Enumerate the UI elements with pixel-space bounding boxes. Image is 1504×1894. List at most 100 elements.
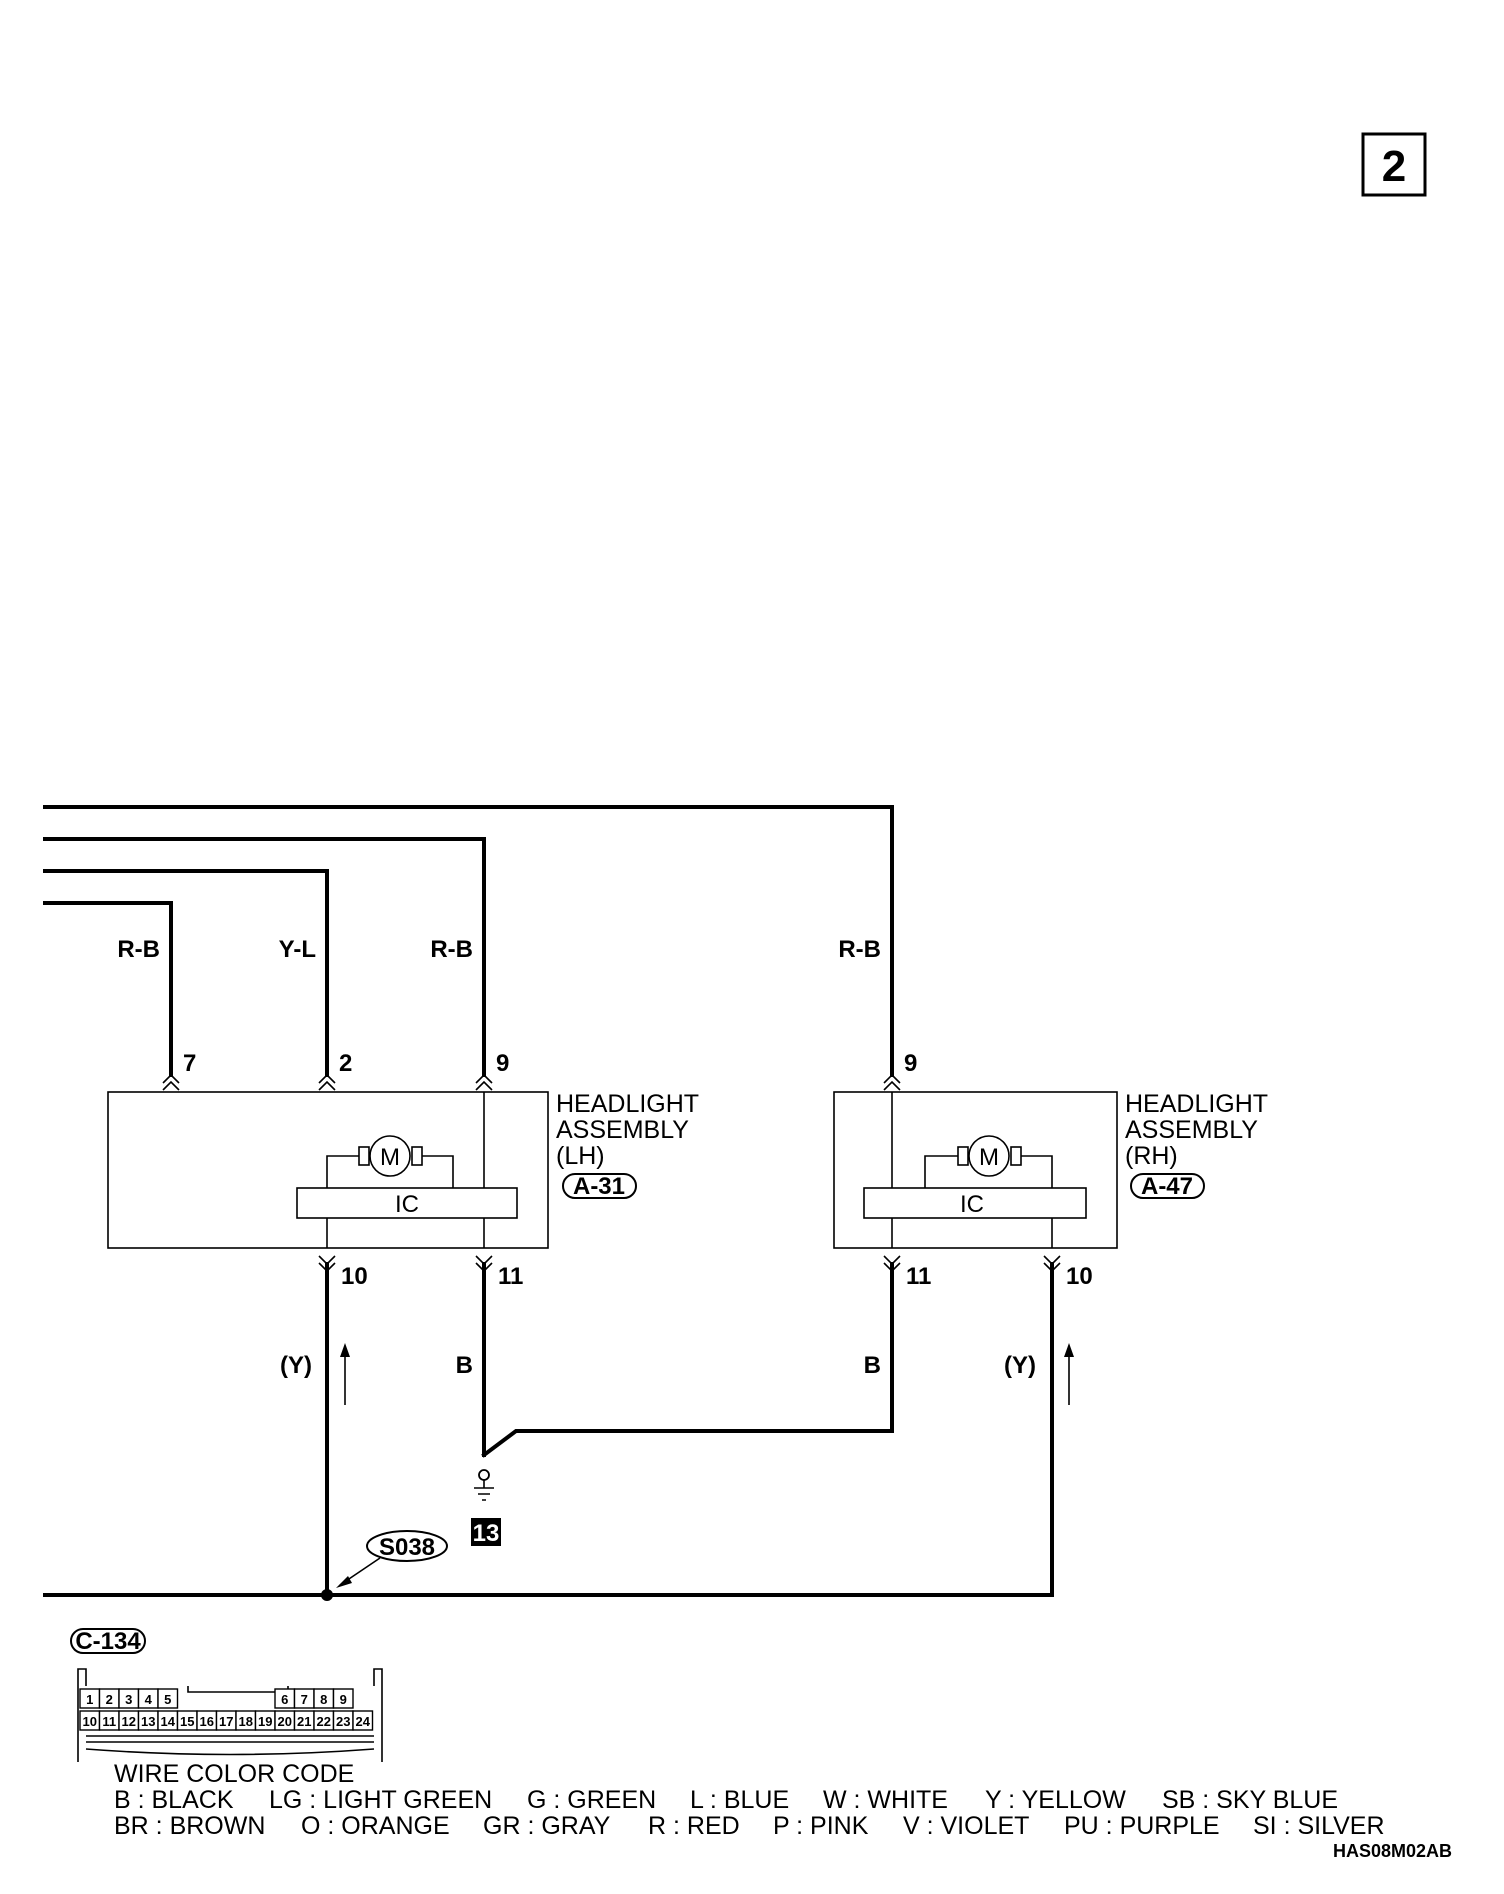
- color-code-entry: P : PINK: [773, 1812, 869, 1840]
- connector-pin-number: 17: [219, 1714, 233, 1729]
- motor-label-lh: M: [380, 1144, 400, 1171]
- connector-pin-number: 12: [122, 1714, 136, 1729]
- connector-pin-number: 22: [317, 1714, 331, 1729]
- figure-code: HAS08M02AB: [1333, 1841, 1452, 1861]
- color-code-entry: BR : BROWN: [114, 1812, 265, 1840]
- assembly-name-rh-line1: HEADLIGHT: [1125, 1090, 1268, 1118]
- wire-lh-pin7: [43, 901, 173, 1077]
- wire-color-label-lh-pin10: (Y): [280, 1352, 312, 1379]
- connector-pin-number: 3: [125, 1692, 132, 1707]
- wire-color-code-row1: B : BLACK LG : LIGHT GREEN G : GREEN L :…: [114, 1786, 1338, 1814]
- wire-color-label-rh-pin9: R-B: [838, 936, 881, 963]
- page-number: 2: [1382, 142, 1406, 191]
- pin-number-rh-10: 10: [1066, 1263, 1093, 1290]
- connector-pin-number: 19: [258, 1714, 272, 1729]
- connector-pin-number: 14: [161, 1714, 176, 1729]
- connector-pin-number: 6: [281, 1692, 288, 1707]
- splice-label-badge: S038: [336, 1530, 448, 1588]
- connector-mark-rh-pin9: [883, 1073, 901, 1091]
- motor-symbol-rh: [968, 1135, 1010, 1177]
- color-code-entry: GR : GRAY: [483, 1812, 611, 1840]
- page-number-box: 2: [1361, 132, 1427, 197]
- connector-pin-number: 5: [164, 1692, 171, 1707]
- assembly-name-lh-line2: ASSEMBLY: [556, 1116, 689, 1144]
- connector-pin-number: 7: [301, 1692, 308, 1707]
- wire-rh-pin9: [43, 805, 894, 1077]
- assembly-name-lh-line3: (LH): [556, 1142, 605, 1170]
- pin-number-lh-11: 11: [498, 1263, 523, 1290]
- splice-label: S038: [379, 1534, 435, 1561]
- motor-label-rh: M: [979, 1144, 999, 1171]
- connector-mark-lh-pin2: [318, 1073, 336, 1091]
- connector-pin-number: 10: [83, 1714, 97, 1729]
- pin-number-lh-7: 7: [183, 1050, 196, 1077]
- connector-label-a47: A-47: [1141, 1173, 1193, 1200]
- connector-cavity: [332, 1688, 354, 1709]
- color-code-entry: PU : PURPLE: [1064, 1812, 1220, 1840]
- assembly-name-rh-line2: ASSEMBLY: [1125, 1116, 1258, 1144]
- wire-color-label-rh-pin10: (Y): [1004, 1352, 1036, 1379]
- headlight-assembly-rh: IC M: [833, 1091, 1118, 1249]
- pin-number-rh-11: 11: [906, 1263, 931, 1290]
- connector-pin-number: 4: [145, 1692, 153, 1707]
- connector-c134-badge: C-134: [70, 1628, 146, 1655]
- splice-point-dot: [321, 1589, 333, 1601]
- wire-color-label-rh-pin11: B: [864, 1352, 881, 1379]
- connector-badge-a47: A-47: [1130, 1173, 1205, 1200]
- assembly-name-lh-line1: HEADLIGHT: [556, 1090, 699, 1118]
- ic-label-lh: IC: [395, 1191, 419, 1218]
- connector-cavity: [157, 1688, 179, 1709]
- ic-block-rh: [863, 1187, 1087, 1219]
- connector-pin-number: 9: [340, 1692, 347, 1707]
- ic-block-lh: [296, 1187, 518, 1219]
- current-arrow-rh: [1064, 1343, 1074, 1405]
- wire-lh-pin2: [43, 869, 329, 1077]
- pin-number-lh-10: 10: [341, 1263, 368, 1290]
- color-code-entry: Y : YELLOW: [985, 1786, 1126, 1814]
- connector-pin-number: 20: [278, 1714, 292, 1729]
- connector-pin-number: 16: [200, 1714, 214, 1729]
- color-code-entry: SI : SILVER: [1253, 1812, 1385, 1840]
- motor-symbol-lh: [369, 1135, 411, 1177]
- connector-pin-number: 1: [86, 1692, 93, 1707]
- color-code-entry: SB : SKY BLUE: [1162, 1786, 1338, 1814]
- connector-pin-number: 13: [141, 1714, 155, 1729]
- pin-number-lh-9: 9: [496, 1050, 509, 1077]
- headlight-assembly-lh: IC M: [107, 1091, 549, 1249]
- current-arrow-lh: [340, 1343, 350, 1405]
- connector-pin-number: 23: [336, 1714, 350, 1729]
- connector-cavity: [352, 1710, 374, 1731]
- assembly-name-rh-line3: (RH): [1125, 1142, 1178, 1170]
- color-code-entry: LG : LIGHT GREEN: [269, 1786, 492, 1814]
- color-code-entry: O : ORANGE: [301, 1812, 450, 1840]
- connector-label-a31: A-31: [573, 1173, 625, 1200]
- wire-color-label-lh-pin11: B: [456, 1352, 473, 1379]
- wire-lh-pin9: [43, 837, 486, 1077]
- connector-mark-lh-pin7: [162, 1073, 180, 1091]
- wire-color-label-lh-pin7: R-B: [117, 936, 160, 963]
- ground-symbol: [474, 1469, 494, 1501]
- connector-pin-number: 24: [356, 1714, 371, 1729]
- wire-ground-b: [481, 1262, 894, 1458]
- connector-pin-number: 11: [102, 1714, 116, 1729]
- color-code-entry: V : VIOLET: [903, 1812, 1029, 1840]
- connector-mark-lh-pin9: [475, 1073, 493, 1091]
- ground-number-badge: 13: [471, 1518, 501, 1547]
- connector-pin-number: 2: [106, 1692, 113, 1707]
- color-code-entry: G : GREEN: [527, 1786, 656, 1814]
- color-code-entry: R : RED: [648, 1812, 740, 1840]
- connector-pin-number: 18: [239, 1714, 253, 1729]
- connector-pin-number: 8: [320, 1692, 327, 1707]
- wire-color-code-title: WIRE COLOR CODE: [114, 1760, 354, 1788]
- ic-label-rh: IC: [960, 1191, 984, 1218]
- color-code-entry: W : WHITE: [823, 1786, 948, 1814]
- color-code-entry: L : BLUE: [690, 1786, 789, 1814]
- color-code-entry: B : BLACK: [114, 1786, 234, 1814]
- pin-number-rh-9: 9: [904, 1050, 917, 1077]
- connector-badge-a31: A-31: [562, 1173, 637, 1200]
- pin-number-lh-2: 2: [339, 1050, 352, 1077]
- wire-color-label-lh-pin9: R-B: [430, 936, 473, 963]
- wire-color-code-row2: BR : BROWN O : ORANGE GR : GRAY R : RED …: [114, 1812, 1385, 1840]
